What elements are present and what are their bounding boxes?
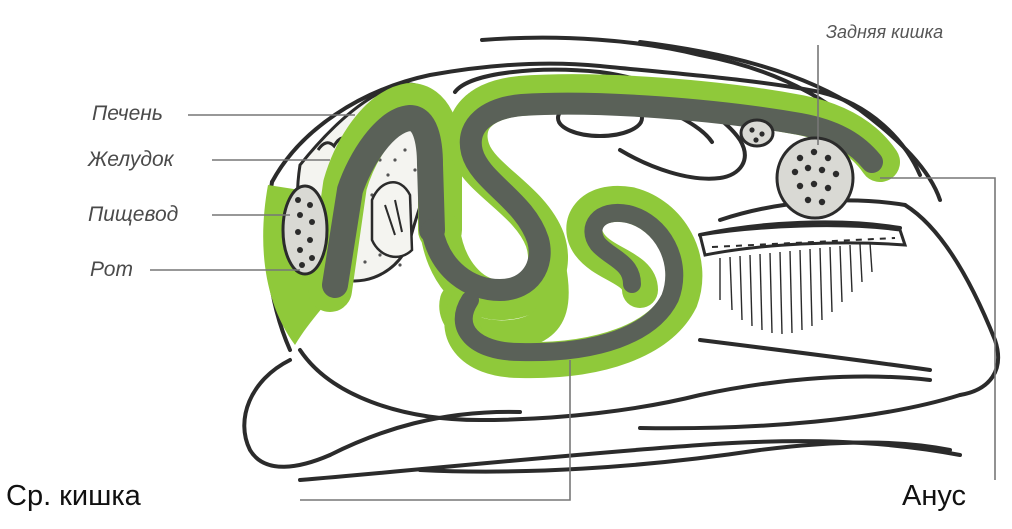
label-esophagus: Пищевод [88, 203, 178, 227]
label-stomach: Желудок [88, 148, 174, 172]
label-liver: Печень [92, 102, 163, 126]
label-midgut: Ср. кишка [6, 480, 141, 513]
label-hindgut: Задняя кишка [826, 22, 943, 43]
label-anus: Анус [902, 480, 966, 513]
label-mouth: Рот [90, 258, 133, 282]
gill-stripes [700, 226, 905, 334]
stomach-lumen [372, 182, 412, 257]
leader-midgut [300, 360, 570, 500]
leader-anus [880, 178, 995, 480]
